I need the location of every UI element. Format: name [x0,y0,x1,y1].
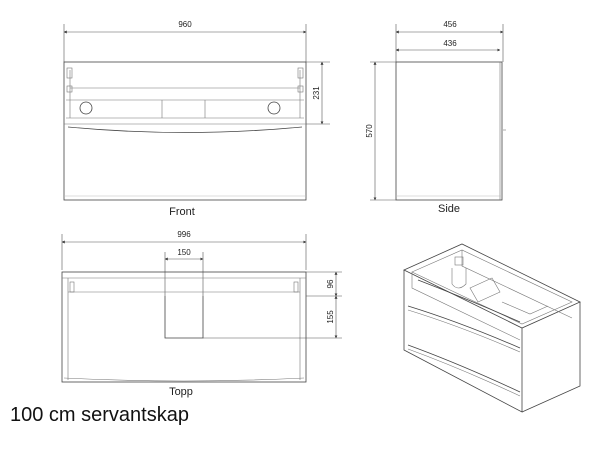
iso-front-face [403,270,523,413]
top-155-label: 155 [326,310,335,324]
pipe-hole-left [79,101,93,115]
iso-drawer-line-bottom-inner [407,348,521,397]
bracket-left [66,67,73,79]
front-view-label: Front [169,206,195,218]
bracket-right [297,67,304,79]
iso-drawer-line-top-inner [407,309,521,353]
iso-drawer-line-bottom [407,344,521,393]
iso-right-face [521,302,581,413]
front-width-label: 960 [178,20,192,29]
iso-pipe-cutout [451,268,467,289]
isometric-view [403,243,581,413]
side-inner-depth-label: 436 [443,39,457,48]
side-height-label: 570 [365,124,374,138]
top-bracket-right [293,281,299,293]
side-cabinet-outline [395,61,503,201]
front-cabinet-outline [63,61,307,201]
front-view: 960 231 Front [63,20,330,218]
iso-inner-box [469,277,501,303]
side-view: 456 436 570 Side [365,20,506,215]
iso-interior-front [411,272,521,341]
iso-top-rim [403,243,581,329]
bracket-left [66,85,73,93]
top-view: 996 150 96 155 Topp [61,230,342,398]
iso-interior-back [461,250,573,319]
top-bracket-left [69,281,75,293]
top-front-curve [63,377,305,382]
iso-bracket [454,256,464,266]
top-cabinet-outline [61,271,307,383]
side-view-label: Side [438,203,460,215]
front-height-label: 231 [312,86,321,100]
bracket-right [297,85,304,93]
iso-inner-divider [501,301,549,315]
curved-handle-line [67,126,303,133]
top-cutout-label: 150 [177,248,191,257]
side-depth-label: 456 [443,20,457,29]
iso-curved-handle [417,279,521,323]
top-cutout [164,296,204,339]
top-96-label: 96 [326,279,335,288]
top-width-label: 996 [177,230,191,239]
pipe-hole-right [267,101,281,115]
iso-drawer-line-top [407,305,521,349]
caption: 100 cm servantskap [10,404,189,426]
top-view-label: Topp [169,386,193,398]
